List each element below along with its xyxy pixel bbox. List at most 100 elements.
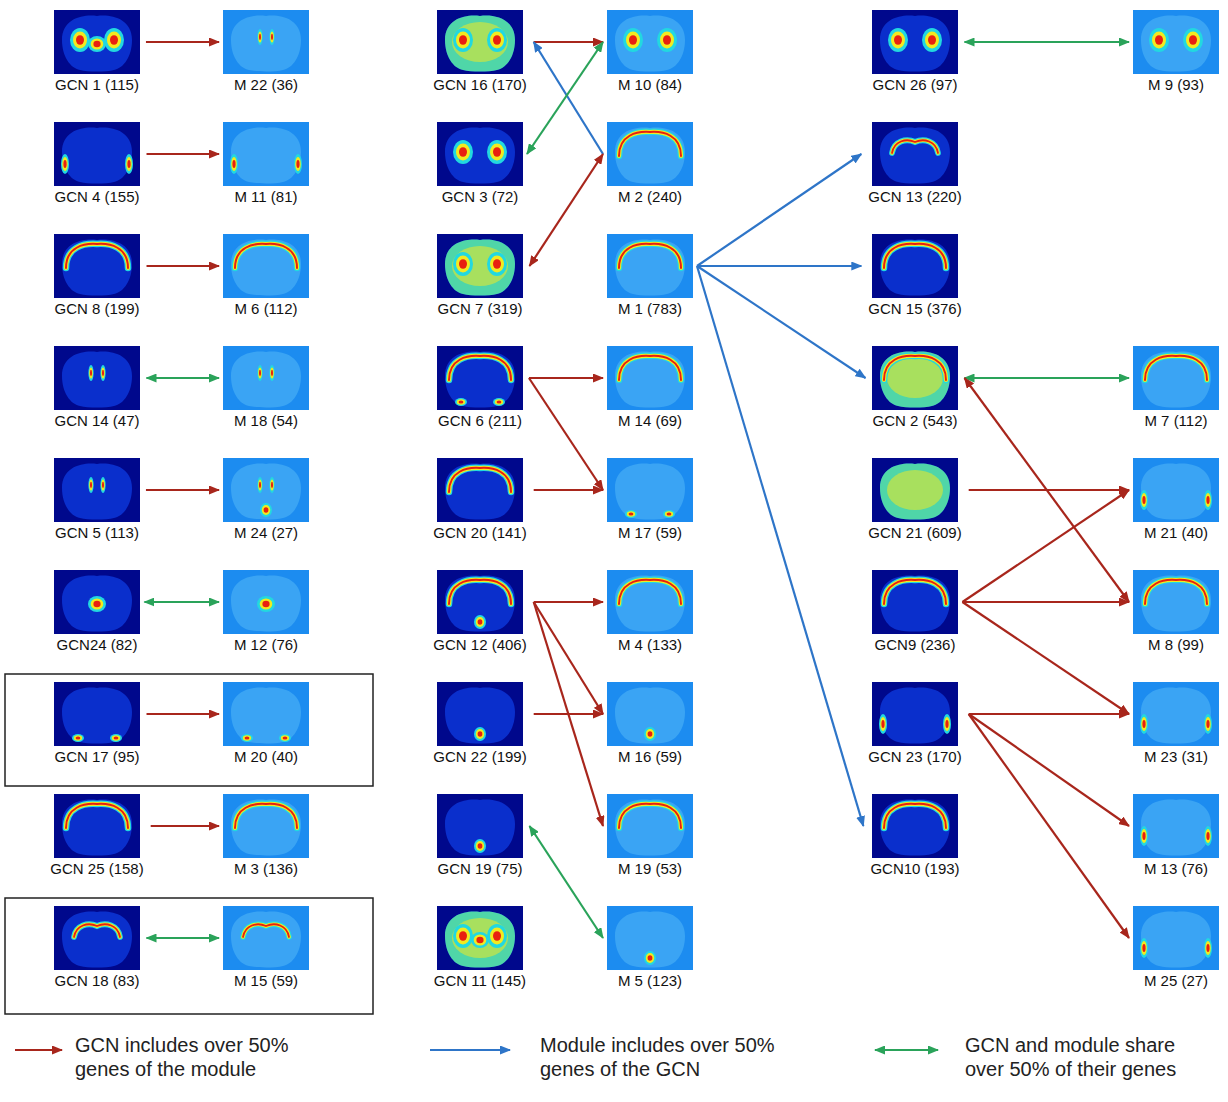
heatmap-node: M 15 (59) — [222, 906, 310, 990]
brain-heatmap — [54, 906, 140, 970]
heatmap-node: GCN 26 (97) — [868, 10, 961, 94]
heatmap-node: GCN 4 (155) — [50, 122, 143, 206]
node-label: M 22 (36) — [234, 76, 298, 94]
heatmap-node: GCN 22 (199) — [429, 682, 530, 766]
connector-arrow — [147, 265, 219, 267]
node-label: GCN 11 (145) — [434, 972, 526, 990]
connector-arrow — [534, 41, 603, 43]
node-label: GCN 8 (199) — [54, 300, 139, 318]
connector-arrow — [697, 266, 863, 826]
node-label: GCN 1 (115) — [55, 76, 139, 94]
connector-arrow — [530, 154, 603, 266]
brain-heatmap — [437, 458, 523, 522]
node-label: GCN 18 (83) — [54, 972, 139, 990]
heatmap-node: M 3 (136) — [222, 794, 310, 878]
brain-heatmap — [223, 906, 309, 970]
heatmap-node: M 19 (53) — [606, 794, 694, 878]
heatmap-node: GCN 15 (376) — [864, 234, 965, 318]
node-label: GCN 17 (95) — [54, 748, 139, 766]
brain-heatmap — [872, 234, 958, 298]
brain-heatmap — [607, 458, 693, 522]
highlight-frame — [5, 674, 373, 786]
brain-heatmap — [223, 234, 309, 298]
brain-heatmap — [437, 10, 523, 74]
connector-arrow — [534, 601, 603, 603]
brain-heatmap — [223, 122, 309, 186]
node-label: GCN 16 (170) — [433, 76, 526, 94]
node-label: M 17 (59) — [618, 524, 682, 542]
heatmap-node: GCN9 (236) — [871, 570, 960, 654]
node-label: GCN 6 (211) — [438, 412, 522, 430]
brain-heatmap — [1133, 346, 1219, 410]
legend-arrow — [875, 1049, 938, 1051]
connector-arrow — [146, 41, 219, 43]
heatmap-node: M 18 (54) — [222, 346, 310, 430]
legend-text: GCN and module share over 50% of their g… — [965, 1033, 1215, 1081]
brain-heatmap — [607, 682, 693, 746]
heatmap-node: M 10 (84) — [606, 10, 694, 94]
heatmap-node: M 7 (112) — [1132, 346, 1220, 430]
connector-arrow — [969, 489, 1129, 491]
node-label: M 24 (27) — [234, 524, 298, 542]
brain-heatmap — [1133, 794, 1219, 858]
node-label: GCN 4 (155) — [54, 188, 139, 206]
heatmap-node: M 14 (69) — [606, 346, 694, 430]
brain-heatmap — [54, 570, 140, 634]
connector-arrow — [147, 937, 219, 939]
connector-arrow — [151, 825, 219, 827]
heatmap-node: GCN 20 (141) — [429, 458, 530, 542]
brain-heatmap — [223, 570, 309, 634]
connector-arrow — [534, 602, 603, 826]
brain-heatmap — [1133, 10, 1219, 74]
brain-heatmap — [607, 122, 693, 186]
node-label: M 9 (93) — [1148, 76, 1204, 94]
heatmap-node: GCN 13 (220) — [864, 122, 965, 206]
heatmap-node: GCN 6 (211) — [434, 346, 526, 430]
node-label: GCN 19 (75) — [437, 860, 522, 878]
brain-heatmap — [1133, 682, 1219, 746]
node-label: M 11 (81) — [234, 188, 297, 206]
brain-heatmap — [1133, 458, 1219, 522]
node-label: GCN24 (82) — [57, 636, 138, 654]
brain-heatmap — [54, 346, 140, 410]
heatmap-node: GCN 2 (543) — [868, 346, 961, 430]
node-label: GCN10 (193) — [870, 860, 959, 878]
brain-heatmap — [54, 234, 140, 298]
brain-heatmap — [872, 458, 958, 522]
connector-arrow — [144, 601, 219, 603]
brain-heatmap — [223, 10, 309, 74]
node-label: M 15 (59) — [234, 972, 298, 990]
connector-arrow — [529, 377, 603, 379]
connector-arrow — [969, 713, 1129, 715]
heatmap-node: M 1 (783) — [606, 234, 694, 318]
node-label: M 5 (123) — [618, 972, 682, 990]
heatmap-node: M 2 (240) — [606, 122, 694, 206]
brain-heatmap — [872, 346, 958, 410]
brain-heatmap — [223, 346, 309, 410]
connector-arrow — [534, 713, 603, 715]
heatmap-node: M 4 (133) — [606, 570, 694, 654]
connector-arrow — [969, 714, 1129, 826]
heatmap-node: M 20 (40) — [222, 682, 310, 766]
legend-text: GCN includes over 50% genes of the modul… — [75, 1033, 325, 1081]
legend-arrow — [430, 1049, 510, 1051]
connector-arrow — [534, 489, 603, 491]
heatmap-node: GCN 7 (319) — [433, 234, 526, 318]
connector-arrow — [969, 714, 1129, 938]
heatmap-node: GCN 19 (75) — [433, 794, 526, 878]
heatmap-node: GCN 16 (170) — [429, 10, 530, 94]
highlight-frame — [5, 898, 373, 1014]
connector-arrow — [697, 265, 861, 267]
node-label: M 21 (40) — [1144, 524, 1208, 542]
brain-heatmap — [607, 570, 693, 634]
node-label: GCN 23 (170) — [868, 748, 961, 766]
node-label: M 25 (27) — [1144, 972, 1208, 990]
connector-arrow — [534, 602, 603, 714]
node-label: GCN 14 (47) — [54, 412, 139, 430]
connector-arrow — [147, 713, 219, 715]
node-label: M 2 (240) — [618, 188, 682, 206]
heatmap-node: GCN24 (82) — [53, 570, 142, 654]
connector-arrow — [530, 826, 603, 938]
brain-heatmap — [54, 794, 140, 858]
connector-arrow — [962, 490, 1129, 602]
